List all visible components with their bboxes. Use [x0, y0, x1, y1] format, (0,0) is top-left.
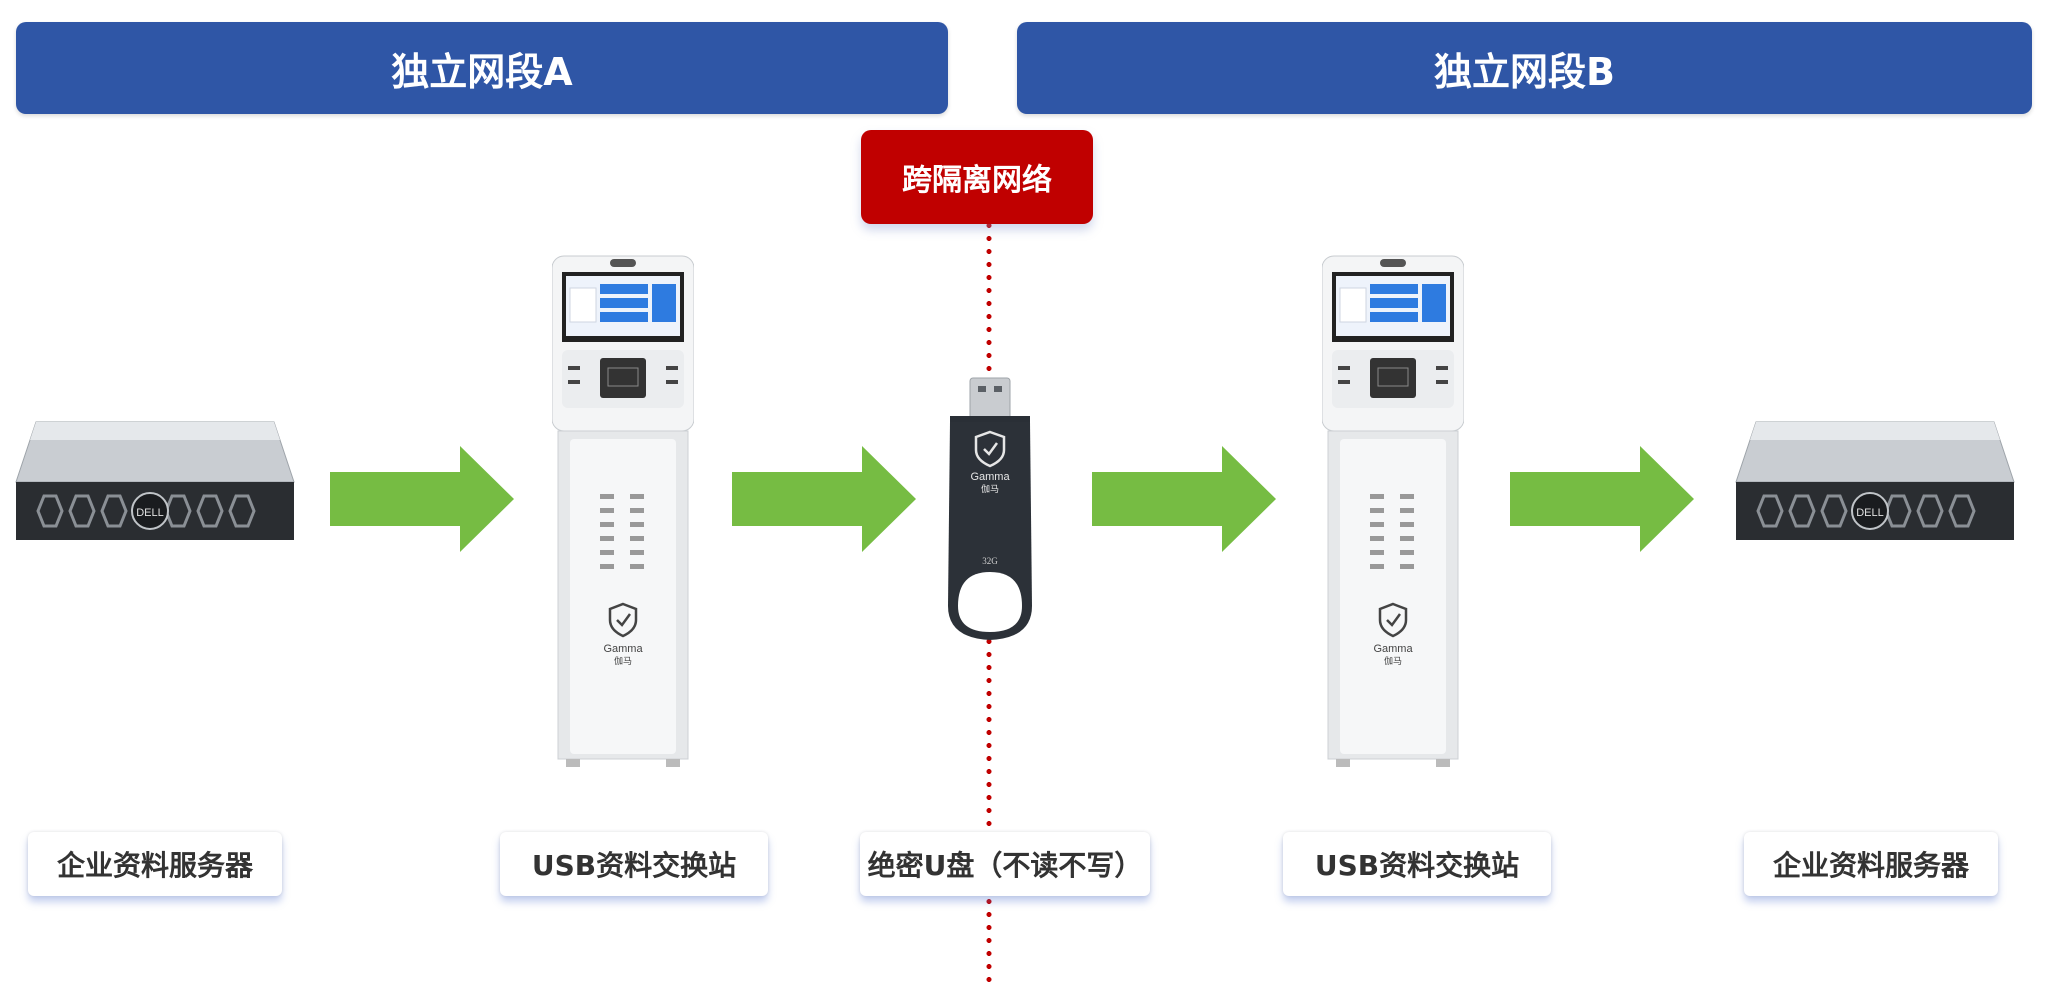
kiosk-brand-text: Gamma — [1373, 643, 1413, 655]
kiosk-brand-cn-text: 伽马 — [614, 655, 632, 667]
usb-brand-text: Gamma — [970, 471, 1010, 483]
node-label-kiosk-a: USB资料交换站 — [500, 832, 768, 896]
segment-a-header: 独立网段A — [16, 22, 948, 114]
flow-arrow-4 — [1510, 446, 1694, 552]
kiosk-b-icon: Gamma 伽马 — [1322, 255, 1464, 767]
kiosk-a-icon: Gamma 伽马 — [552, 255, 694, 767]
flow-arrow-2 — [732, 446, 916, 552]
cross-network-badge: 跨隔离网络 — [861, 130, 1093, 224]
node-label-server-b: 企业资料服务器 — [1744, 832, 1998, 896]
node-label-usb-drive: 绝密U盘（不读不写） — [860, 832, 1150, 896]
server-logo-text: DELL — [1856, 507, 1884, 519]
node-label-kiosk-b: USB资料交换站 — [1283, 832, 1551, 896]
usb-capacity-text: 32G — [982, 556, 998, 566]
server-left-icon: DELL — [15, 421, 295, 540]
server-logo-text: DELL — [136, 507, 164, 519]
kiosk-brand-text: Gamma — [603, 643, 643, 655]
usb-brand-cn-text: 伽马 — [981, 483, 999, 495]
segment-b-header: 独立网段B — [1017, 22, 2032, 114]
usb-drive-icon: Gamma 伽马 32G — [948, 377, 1032, 640]
kiosk-brand-cn-text: 伽马 — [1384, 655, 1402, 667]
node-label-server-a: 企业资料服务器 — [28, 832, 282, 896]
server-right-icon: DELL — [1735, 421, 2015, 540]
flow-arrow-3 — [1092, 446, 1276, 552]
flow-arrow-1 — [330, 446, 514, 552]
